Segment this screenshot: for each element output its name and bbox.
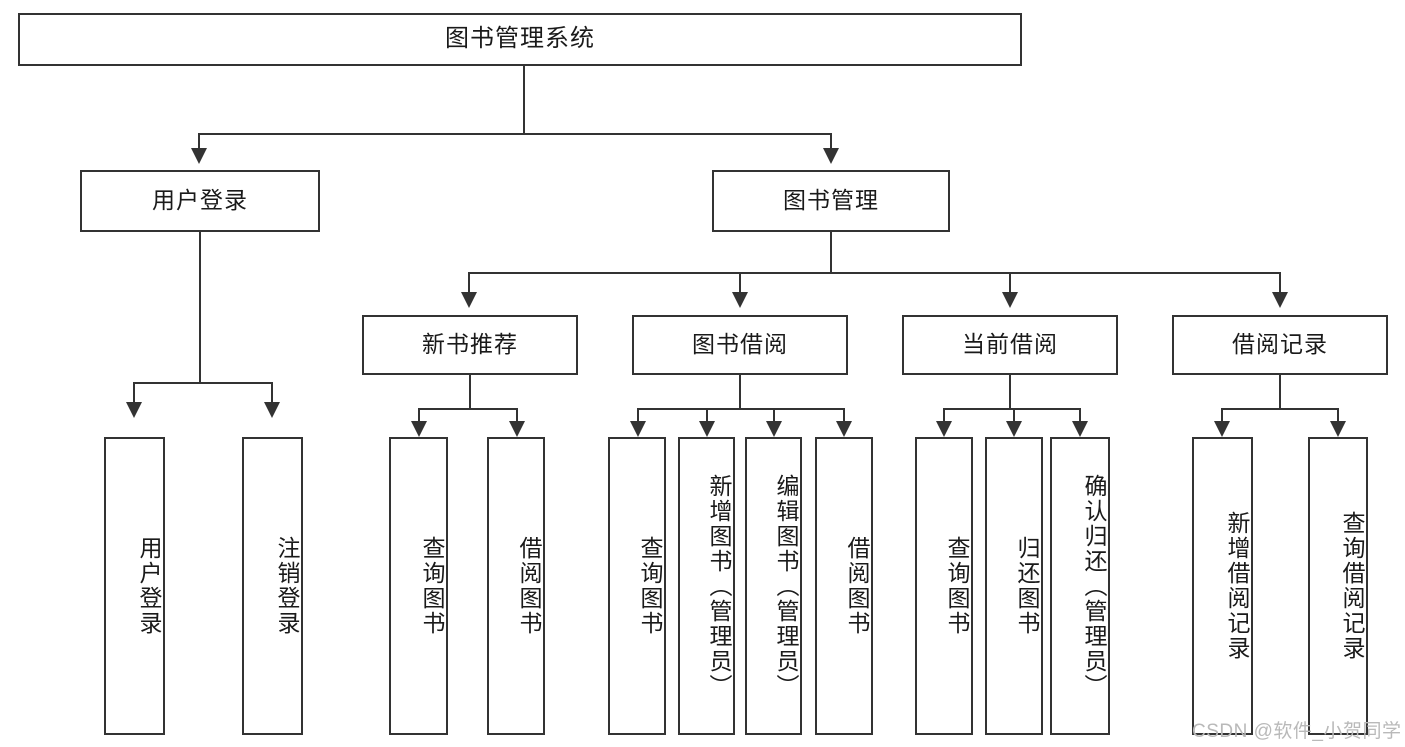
connector-root-stem	[523, 66, 525, 133]
leaf-bb-add-book-admin-label: 新增图书（管理员）	[706, 473, 732, 699]
leaf-nb-query-book[interactable]: 查询图书	[389, 437, 448, 735]
arrowhead-bb-query	[630, 421, 646, 437]
connector-drop-nb-query	[418, 408, 420, 424]
connector-current-borrow-stem	[1009, 375, 1011, 408]
connector-book-management-bus	[468, 272, 1280, 274]
connector-drop-bb-borrow	[843, 408, 845, 424]
connector-drop-cb-query	[943, 408, 945, 424]
arrowhead-bb-borrow	[836, 421, 852, 437]
arrowhead-cb-return	[1006, 421, 1022, 437]
leaf-bb-add-book-admin[interactable]: 新增图书（管理员）	[678, 437, 735, 735]
connector-drop-user-login	[198, 133, 200, 150]
node-root-book-management-system[interactable]: 图书管理系统	[18, 13, 1022, 66]
leaf-logout[interactable]: 注销登录	[242, 437, 303, 735]
leaf-cb-return-book-label: 归还图书	[1014, 536, 1040, 636]
connector-drop-borrow-record	[1279, 272, 1281, 294]
leaf-cb-query-book[interactable]: 查询图书	[915, 437, 973, 735]
connector-drop-leaf-user-login	[133, 382, 135, 404]
leaf-nb-borrow-book-label: 借阅图书	[516, 536, 542, 636]
connector-drop-book-management	[830, 133, 832, 150]
node-borrow-record[interactable]: 借阅记录	[1172, 315, 1388, 375]
node-current-borrow[interactable]: 当前借阅	[902, 315, 1118, 375]
csdn-watermark: CSDN @软件_小贺同学	[1192, 721, 1402, 742]
leaf-bb-edit-book-admin[interactable]: 编辑图书（管理员）	[745, 437, 802, 735]
leaf-user-login-label: 用户登录	[136, 536, 162, 636]
connector-book-borrow-bus	[637, 408, 844, 410]
leaf-nb-borrow-book[interactable]: 借阅图书	[487, 437, 545, 735]
arrowhead-bb-add	[699, 421, 715, 437]
leaf-logout-label: 注销登录	[274, 536, 300, 636]
connector-book-management-stem	[830, 232, 832, 272]
connector-drop-bb-query	[637, 408, 639, 424]
connector-drop-cb-confirm	[1079, 408, 1081, 424]
leaf-cb-confirm-return-admin-label: 确认归还（管理员）	[1081, 473, 1107, 699]
connector-borrow-record-stem	[1279, 375, 1281, 408]
leaf-cb-confirm-return-admin[interactable]: 确认归还（管理员）	[1050, 437, 1110, 735]
leaf-br-add-record[interactable]: 新增借阅记录	[1192, 437, 1253, 735]
node-new-book-recommend[interactable]: 新书推荐	[362, 315, 578, 375]
arrowhead-cb-query	[936, 421, 952, 437]
connector-user-login-stem	[199, 232, 201, 382]
leaf-br-query-record-label: 查询借阅记录	[1339, 511, 1365, 661]
connector-root-bus	[198, 133, 832, 135]
connector-drop-bb-edit	[773, 408, 775, 424]
connector-drop-new-book	[468, 272, 470, 294]
leaf-user-login[interactable]: 用户登录	[104, 437, 165, 735]
leaf-br-add-record-label: 新增借阅记录	[1224, 511, 1250, 661]
arrowhead-bb-edit	[766, 421, 782, 437]
arrowhead-current-borrow	[1002, 292, 1018, 308]
arrowhead-book-borrow	[732, 292, 748, 308]
arrowhead-br-add	[1214, 421, 1230, 437]
node-book-management[interactable]: 图书管理	[712, 170, 950, 232]
arrowhead-user-login	[191, 148, 207, 164]
connector-drop-br-query	[1337, 408, 1339, 424]
node-user-login[interactable]: 用户登录	[80, 170, 320, 232]
leaf-br-query-record[interactable]: 查询借阅记录	[1308, 437, 1368, 735]
leaf-bb-query-book[interactable]: 查询图书	[608, 437, 666, 735]
connector-drop-current-borrow	[1009, 272, 1011, 294]
connector-drop-br-add	[1221, 408, 1223, 424]
connector-new-book-bus	[418, 408, 518, 410]
arrowhead-leaf-logout	[264, 402, 280, 418]
arrowhead-nb-query	[411, 421, 427, 437]
connector-drop-nb-borrow	[516, 408, 518, 424]
leaf-cb-query-book-label: 查询图书	[944, 536, 970, 636]
connector-borrow-record-bus	[1221, 408, 1338, 410]
connector-drop-book-borrow	[739, 272, 741, 294]
leaf-bb-edit-book-admin-label: 编辑图书（管理员）	[773, 473, 799, 699]
connector-new-book-stem	[469, 375, 471, 408]
leaf-bb-borrow-book-label: 借阅图书	[844, 536, 870, 636]
leaf-bb-query-book-label: 查询图书	[637, 536, 663, 636]
arrowhead-cb-confirm	[1072, 421, 1088, 437]
connector-book-borrow-stem	[739, 375, 741, 408]
connector-current-borrow-bus	[943, 408, 1080, 410]
connector-drop-leaf-logout	[271, 382, 273, 404]
leaf-bb-borrow-book[interactable]: 借阅图书	[815, 437, 873, 735]
arrowhead-new-book	[461, 292, 477, 308]
arrowhead-borrow-record	[1272, 292, 1288, 308]
connector-drop-cb-return	[1013, 408, 1015, 424]
arrowhead-nb-borrow	[509, 421, 525, 437]
node-book-borrow[interactable]: 图书借阅	[632, 315, 848, 375]
connector-user-login-bus	[133, 382, 273, 384]
leaf-cb-return-book[interactable]: 归还图书	[985, 437, 1043, 735]
leaf-nb-query-book-label: 查询图书	[419, 536, 445, 636]
arrowhead-leaf-user-login	[126, 402, 142, 418]
arrowhead-book-management	[823, 148, 839, 164]
arrowhead-br-query	[1330, 421, 1346, 437]
connector-drop-bb-add	[706, 408, 708, 424]
